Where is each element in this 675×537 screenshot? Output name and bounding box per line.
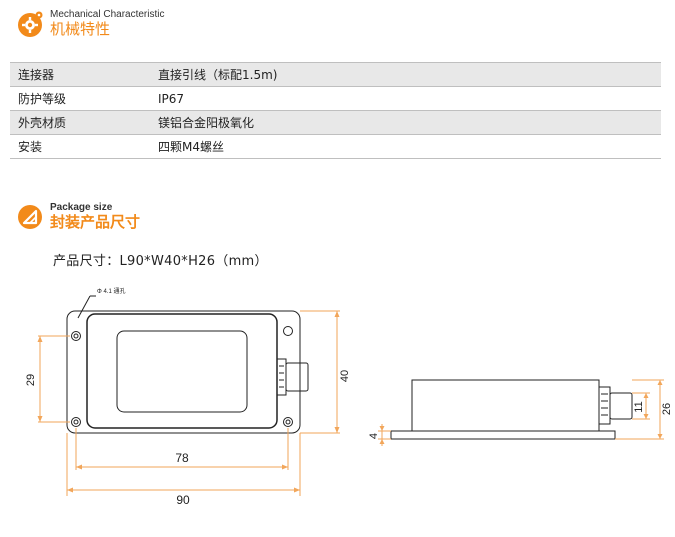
base-plate — [66, 310, 301, 434]
spec-value: 四颗M4螺丝 — [150, 134, 661, 159]
mechanical-spec-table: 连接器 直接引线（标配1.5m) 防护等级 IP67 外壳材质 镁铝合金阳极氧化… — [10, 62, 661, 159]
side-view — [390, 379, 633, 440]
spec-value: IP67 — [150, 86, 661, 111]
mounting-hole — [71, 417, 81, 427]
table-row: 外壳材质 镁铝合金阳极氧化 — [10, 110, 661, 135]
housing-window — [116, 330, 248, 413]
dim-label-26: 26 — [661, 403, 673, 415]
cable-gland-nut — [276, 358, 287, 396]
side-dimensions — [378, 379, 664, 446]
side-gland-nut — [598, 386, 611, 425]
spec-value: 镁铝合金阳极氧化 — [150, 110, 661, 135]
package-section-header: Package size 封装产品尺寸 — [16, 203, 140, 231]
cable-gland — [285, 362, 309, 392]
mechanical-section-header: Mechanical Characteristic 机械特性 — [16, 10, 165, 38]
mounting-hole — [71, 331, 81, 341]
package-title-cn: 封装产品尺寸 — [50, 213, 141, 231]
mechanical-title-en: Mechanical Characteristic — [50, 9, 165, 20]
spec-key: 安装 — [10, 134, 150, 159]
table-row: 防护等级 IP67 — [10, 86, 661, 111]
package-title-en: Package size — [50, 202, 113, 213]
mounting-hole — [285, 419, 291, 425]
hole-leader-line — [77, 295, 91, 319]
front-view — [66, 295, 309, 434]
table-row: 安装 四颗M4螺丝 — [10, 134, 661, 159]
dim-label-90: 90 — [176, 493, 190, 507]
front-dimensions — [38, 310, 340, 496]
side-gland — [609, 392, 633, 420]
dim-label-29: 29 — [25, 374, 37, 386]
mechanical-title-cn: 机械特性 — [50, 20, 111, 38]
dimension-drawing: Φ 4.1 通孔 29 40 78 90 4 11 26 — [25, 287, 673, 507]
product-size-text: 产品尺寸：L90*W40*H26（mm） — [53, 254, 268, 269]
gear-icon — [18, 11, 43, 37]
mounting-hole — [73, 419, 79, 425]
hole-note: Φ 4.1 通孔 — [97, 287, 125, 295]
side-base-plate — [390, 430, 616, 440]
mounting-hole — [283, 326, 293, 336]
spec-key: 外壳材质 — [10, 110, 150, 135]
dim-label-78: 78 — [175, 451, 189, 465]
side-housing — [411, 379, 600, 432]
mounting-hole — [73, 333, 79, 339]
dim-label-11: 11 — [633, 401, 645, 412]
dim-arrows — [37, 311, 340, 493]
ruler-triangle-icon — [18, 205, 42, 229]
spec-key: 连接器 — [10, 62, 150, 87]
spec-value: 直接引线（标配1.5m) — [150, 62, 661, 87]
side-dim-arrows — [379, 380, 663, 444]
dim-label-40: 40 — [339, 370, 351, 382]
table-row: 连接器 直接引线（标配1.5m) — [10, 62, 661, 87]
mounting-hole — [283, 417, 293, 427]
spec-key: 防护等级 — [10, 86, 150, 111]
dim-label-4: 4 — [368, 433, 380, 439]
